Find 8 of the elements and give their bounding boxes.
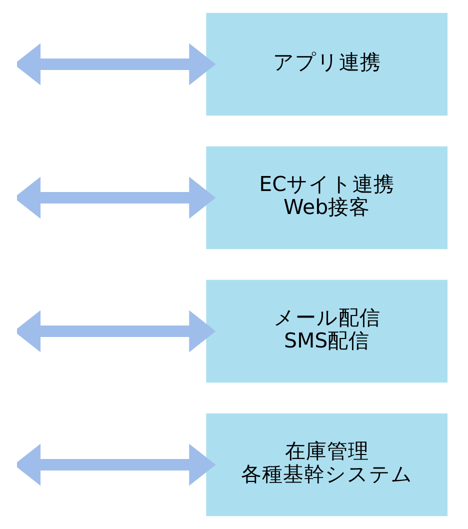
node-box: 在庫管理 各種基幹システム [206, 413, 447, 516]
node-box: アプリ連携 [206, 12, 447, 116]
arrow [16, 176, 216, 219]
arrow [16, 444, 216, 486]
arrow [16, 310, 216, 352]
arrow [16, 43, 216, 86]
node-box: メール配信 SMS配信 [206, 280, 447, 383]
node-box: ECサイト連携 Web接客 [206, 146, 447, 250]
